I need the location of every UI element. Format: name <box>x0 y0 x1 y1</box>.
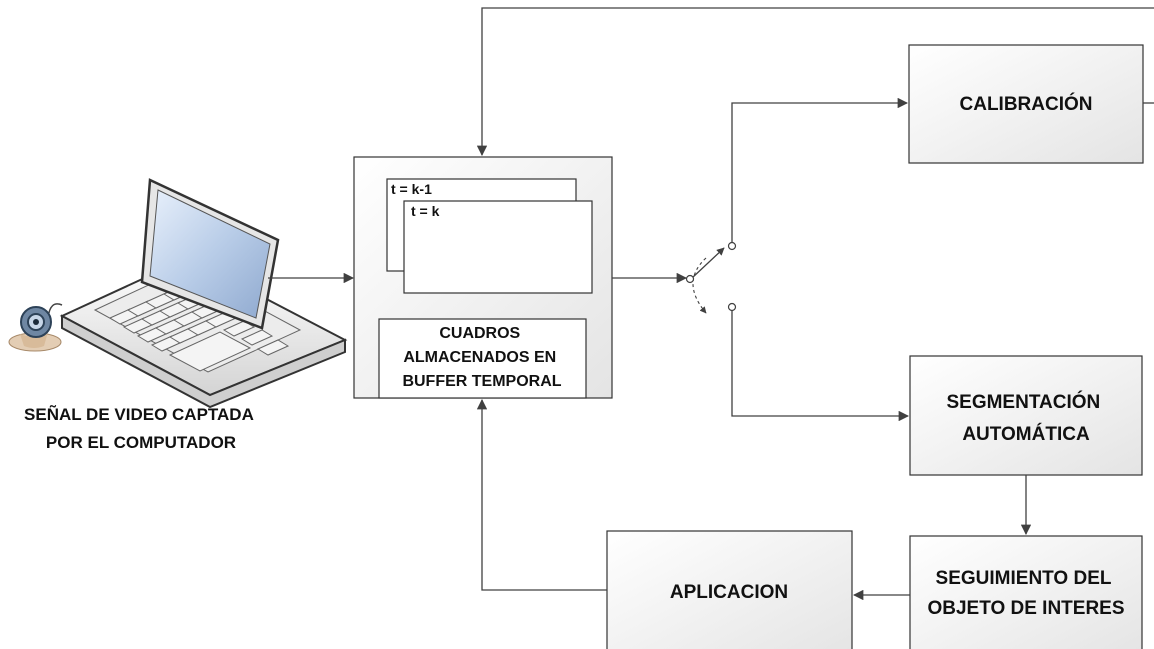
svg-text:APLICACION: APLICACION <box>670 582 788 603</box>
laptop-icon <box>62 180 345 407</box>
buffer-block: t = k-1 t = k CUADROS ALMACENADOS EN BUF… <box>354 157 612 398</box>
calibration-block: CALIBRACIÓN <box>909 45 1143 163</box>
application-block: APLICACION <box>607 531 852 649</box>
source-caption: SEÑAL DE VIDEO CAPTADA POR EL COMPUTADOR <box>24 404 258 452</box>
frame-curr-label: t = k <box>411 203 440 219</box>
feedback-application-to-buffer <box>482 400 607 590</box>
frame-prev-label: t = k-1 <box>391 181 432 197</box>
selector-switch <box>687 243 736 314</box>
tracking-block: SEGUIMIENTO DEL OBJETO DE INTERES <box>910 536 1142 649</box>
path-switch-to-calibration <box>732 103 907 243</box>
path-switch-to-segmentation <box>732 309 908 416</box>
segmentation-block: SEGMENTACIÓN AUTOMÁTICA <box>910 356 1142 475</box>
webcam-icon <box>9 304 62 351</box>
svg-text:CALIBRACIÓN: CALIBRACIÓN <box>960 93 1093 115</box>
